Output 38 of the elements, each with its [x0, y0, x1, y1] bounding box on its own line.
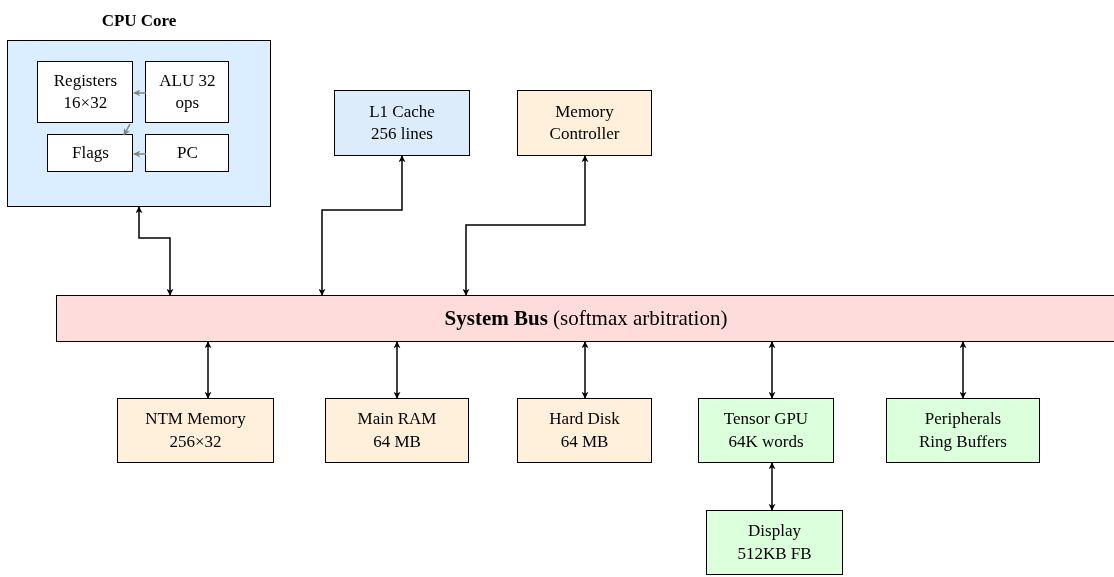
arrow [462, 155, 589, 296]
arrow [123, 123, 131, 136]
peripherals-box [886, 398, 1040, 463]
arrow [393, 341, 401, 399]
flags-box [47, 134, 134, 173]
memory-box [325, 398, 469, 463]
pc-box [145, 134, 230, 173]
node-label: Peripherals Ring Buffers [918, 408, 1008, 453]
arrow [581, 341, 589, 399]
alu-box [145, 61, 230, 124]
arrow [768, 462, 776, 511]
node-label: Display 512KB FB [736, 520, 813, 565]
node-label: Tensor GPU 64K words [722, 408, 810, 453]
arrow [768, 341, 776, 399]
node-label: NTM Memory 256×32 [144, 408, 247, 453]
node-label: Flags [70, 142, 110, 165]
arrow [204, 341, 212, 399]
controller-box [517, 90, 652, 156]
bus-bar [56, 295, 1114, 342]
node-label: PC [176, 142, 199, 165]
arrow [133, 150, 147, 158]
gpu-box [698, 398, 834, 463]
display-box [706, 510, 843, 575]
arrow [133, 89, 147, 97]
arrow [318, 155, 406, 296]
memory-box [117, 398, 274, 463]
node-label: System Bus (softmax arbitration) [443, 304, 729, 332]
node-label: Main RAM 64 MB [356, 408, 438, 453]
node-label: Registers 16×32 [52, 70, 119, 115]
arrow [135, 206, 174, 296]
cache-box [334, 90, 470, 156]
node-label: Memory Controller [548, 100, 621, 145]
node-label: Hard Disk 64 MB [548, 408, 621, 453]
register-box [37, 61, 134, 124]
heading: CPU Core [100, 10, 178, 32]
node-label: L1 Cache 256 lines [368, 100, 436, 145]
arrow [959, 341, 967, 399]
node-label: ALU 32 ops [158, 70, 217, 115]
